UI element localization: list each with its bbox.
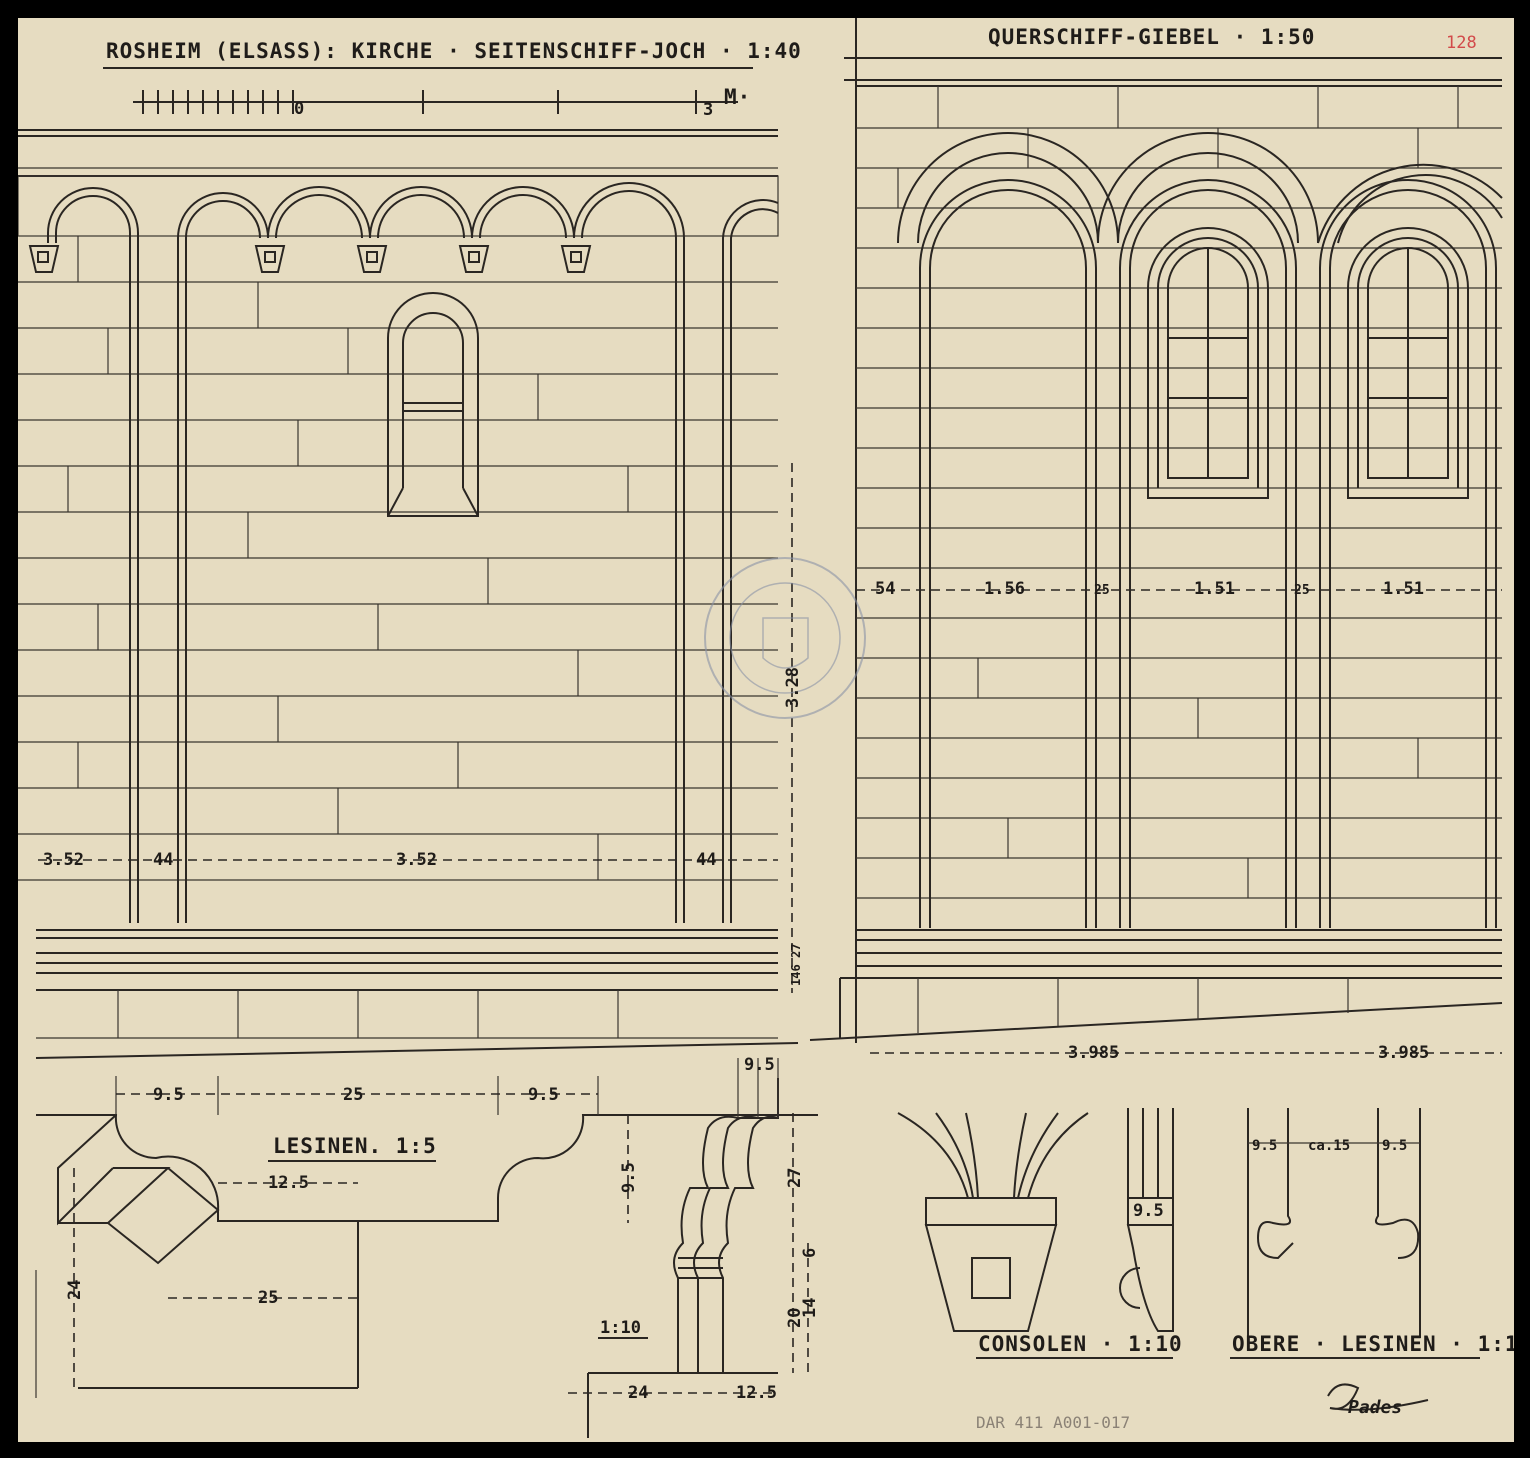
dim-right-g: 3.985 [1068, 1043, 1119, 1063]
dim-right-c: 25 [1094, 583, 1110, 598]
dim-left-s2: 146 [789, 964, 803, 986]
dim-left-c: 3.52 [396, 850, 437, 870]
architectural-drawing: ROSHEIM (ELSASS): KIRCHE · SEITENSCHIFF-… [18, 18, 1514, 1438]
plinth-left [35, 929, 799, 1059]
text-labels: ROSHEIM (ELSASS): KIRCHE · SEITENSCHIFF-… [43, 25, 1514, 1432]
cornice-band [18, 175, 779, 237]
archive-reference: DAR 411 A001-017 [976, 1413, 1130, 1432]
window-1 [1147, 227, 1269, 499]
dim-profile-c: 27 [785, 1168, 805, 1188]
dim-profile-h: 12.5 [736, 1383, 777, 1403]
signature: Pades [1348, 1397, 1402, 1418]
small-window [387, 292, 479, 517]
scale-zero: 0 [294, 99, 304, 119]
scale-bar [133, 90, 738, 114]
dim-profile-d: 20 [785, 1308, 805, 1328]
dim-lesinen-e: 25 [258, 1288, 278, 1308]
dim-left-s1: 27 [789, 944, 803, 958]
dim-left-b: 44 [153, 850, 173, 870]
profile-scale: 1:10 [600, 1318, 641, 1338]
dim-profile-e: 14 [800, 1298, 820, 1318]
dim-lesinen-d: 12.5 [268, 1173, 309, 1193]
corbel-brackets [28, 245, 592, 273]
dim-consolen-a: 9.5 [1133, 1201, 1164, 1221]
lesinen-title: LESINEN. 1:5 [273, 1134, 437, 1158]
lesinen-detail [35, 1076, 818, 1398]
dim-lesinen-c: 9.5 [528, 1085, 559, 1105]
plinth-right [809, 929, 1503, 1041]
base-profile [587, 1058, 779, 1438]
masonry-courses-left [18, 236, 778, 881]
obere-title: OBERE · LESINEN · 1:10 [1232, 1332, 1514, 1356]
dim-profile-g: 24 [628, 1383, 648, 1403]
dim-right-d: 1.51 [1194, 579, 1235, 599]
masonry-courses-right [856, 86, 1502, 899]
dim-profile-a: 9.5 [744, 1055, 775, 1075]
dim-lesinen-a: 9.5 [153, 1085, 184, 1105]
right-elevation [809, 18, 1503, 1054]
dim-profile-b: 9.5 [619, 1162, 639, 1193]
right-title: QUERSCHIFF-GIEBEL · 1:50 [988, 25, 1315, 49]
dim-left-d: 44 [696, 850, 716, 870]
dim-left-a: 3.52 [43, 850, 84, 870]
arched-frieze [47, 182, 779, 923]
scale-unit: M· [724, 85, 751, 109]
obere-lesinen-detail [1230, 1108, 1480, 1359]
dim-profile-f: 6 [800, 1248, 820, 1258]
dim-right-f: 1.51 [1383, 579, 1424, 599]
dim-obere-a: 9.5 [1252, 1138, 1277, 1154]
dim-right-h: 3.985 [1378, 1043, 1429, 1063]
dim-right-e: 25 [1294, 583, 1310, 598]
consolen-detail [897, 1108, 1174, 1359]
dim-obere-c: 9.5 [1382, 1138, 1407, 1154]
dim-lesinen-b: 25 [343, 1085, 363, 1105]
left-elevation [18, 129, 799, 1059]
consolen-title: CONSOLEN · 1:10 [978, 1332, 1183, 1356]
dim-right-a: 54 [875, 579, 895, 599]
signature-mark [1327, 1383, 1429, 1411]
sheet-number: 128 [1446, 33, 1477, 53]
drawing-sheet: ROSHEIM (ELSASS): KIRCHE · SEITENSCHIFF-… [18, 18, 1514, 1442]
dim-obere-b: ca.15 [1308, 1138, 1350, 1154]
dim-left-height: 3.28 [783, 667, 803, 708]
left-title: ROSHEIM (ELSASS): KIRCHE · SEITENSCHIFF-… [106, 39, 802, 63]
dim-lesinen-f: 24 [65, 1280, 85, 1300]
window-2 [1347, 227, 1469, 499]
library-stamp [704, 557, 866, 719]
gable-arches [919, 179, 1497, 928]
scale-three: 3 [703, 100, 713, 120]
arch-voussoirs [897, 132, 1503, 244]
dim-right-b: 1.56 [984, 579, 1025, 599]
